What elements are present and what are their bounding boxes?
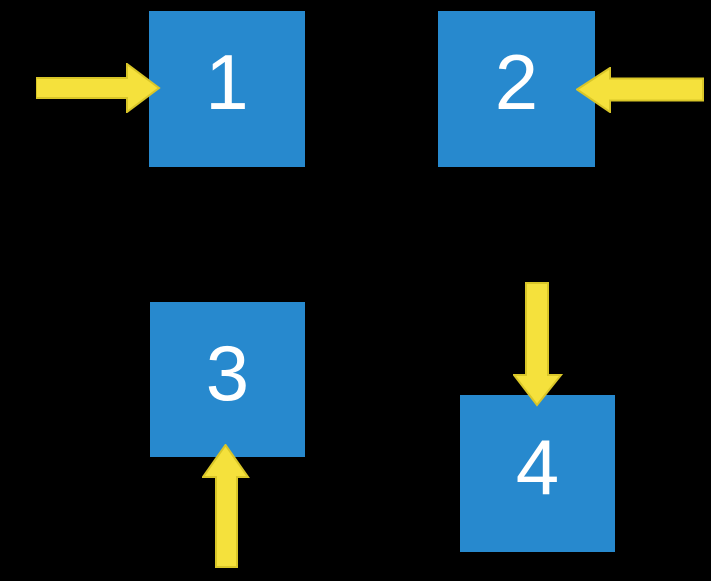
arrow-right-icon <box>36 63 161 113</box>
arrow-left-icon <box>576 67 704 113</box>
square-3-label: 3 <box>205 328 250 417</box>
square-1-label: 1 <box>205 38 249 126</box>
square-4-label: 4 <box>515 422 560 511</box>
square-3: 3 <box>150 302 305 457</box>
arrow-up-icon <box>202 444 250 568</box>
square-2: 2 <box>438 11 595 167</box>
arrow-down-icon <box>513 282 563 407</box>
square-1: 1 <box>149 11 305 167</box>
square-2-label: 2 <box>494 38 539 126</box>
square-4: 4 <box>460 395 615 552</box>
